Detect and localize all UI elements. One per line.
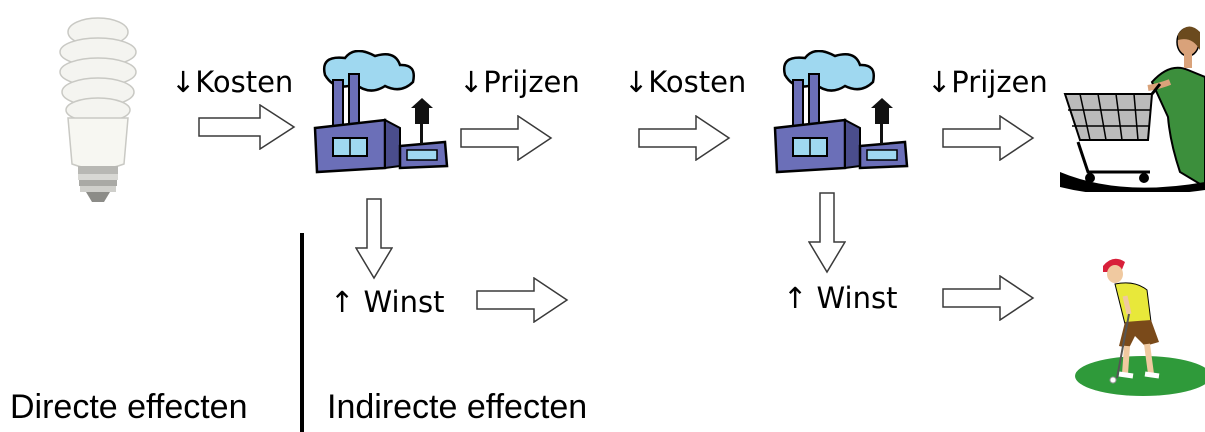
cfl-lightbulb-icon	[48, 14, 148, 204]
golfer-icon	[1055, 250, 1205, 400]
direct-effects-heading: Directe effecten	[10, 388, 248, 426]
price-down-label: ↓Prijzen	[459, 65, 580, 99]
profit-up-label: ↑ Winst	[783, 281, 898, 315]
indirect-effects-heading: Indirecte effecten	[327, 388, 588, 426]
cost-down-label: ↓Kosten	[171, 65, 294, 99]
arrow-down-icon	[808, 192, 846, 274]
arrow-right-icon	[638, 115, 731, 161]
profit-up-label: ↑ Winst	[330, 285, 445, 319]
cost-down-label: ↓Kosten	[624, 65, 747, 99]
section-divider	[300, 233, 304, 432]
arrow-down-icon	[355, 198, 393, 280]
factory-icon	[765, 50, 915, 175]
arrow-right-icon	[942, 275, 1035, 321]
arrow-right-icon	[942, 115, 1035, 161]
arrow-right-icon	[198, 104, 296, 150]
shopping-woman-icon	[1060, 22, 1205, 192]
arrow-right-icon	[476, 277, 569, 323]
arrow-right-icon	[460, 115, 553, 161]
price-down-label: ↓Prijzen	[927, 65, 1048, 99]
factory-icon	[305, 50, 455, 175]
